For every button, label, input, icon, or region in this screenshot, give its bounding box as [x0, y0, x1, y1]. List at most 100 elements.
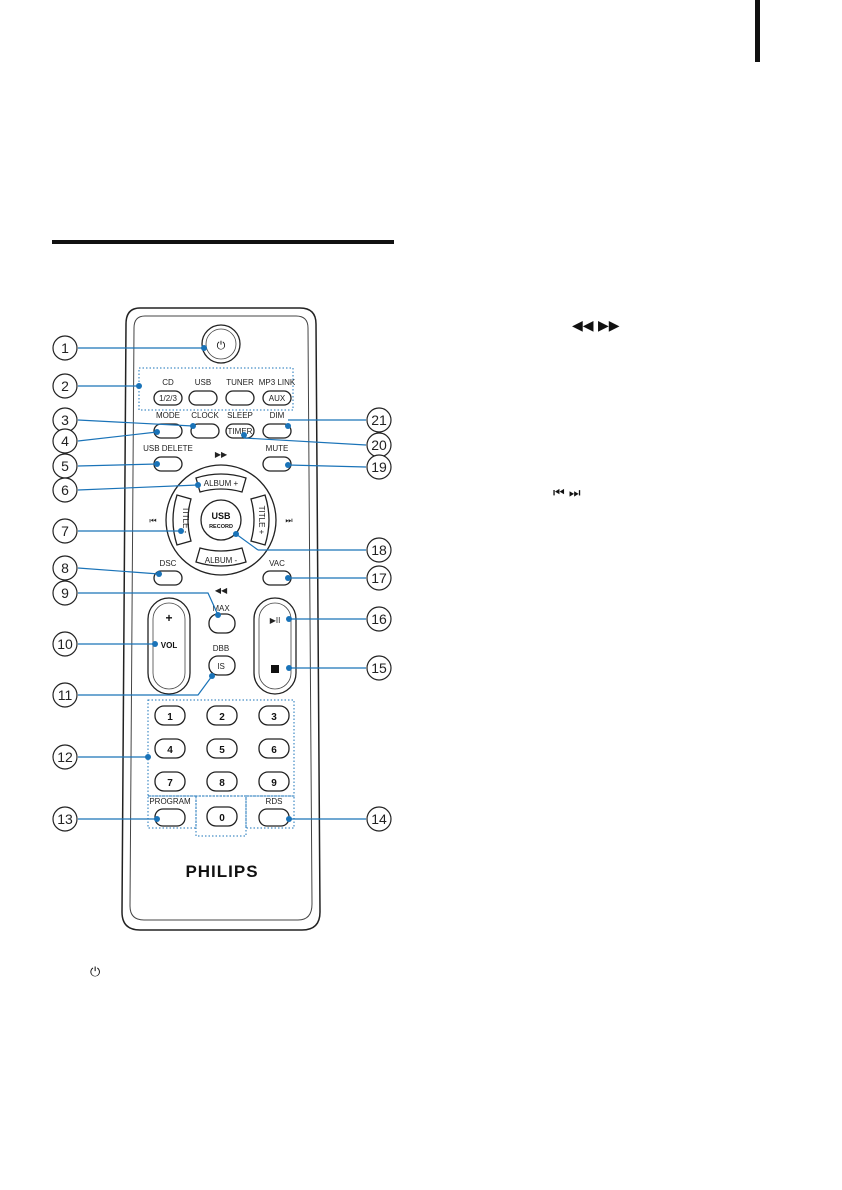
label-usb-delete: USB DELETE — [143, 444, 193, 453]
label-mp3-link: MP3 LINK — [259, 378, 296, 387]
label-vac: VAC — [269, 559, 285, 568]
volume-rocker — [147, 597, 191, 695]
cd-button[interactable] — [153, 390, 183, 406]
rds-button[interactable] — [258, 808, 290, 827]
usb-record-button[interactable] — [200, 499, 242, 541]
callout-number: 19 — [371, 459, 387, 475]
label-max: MAX — [212, 604, 230, 613]
mute-button[interactable] — [262, 456, 292, 472]
dbb-button[interactable] — [208, 655, 236, 676]
title-minus-button[interactable] — [172, 494, 192, 546]
brand-logo: PHILIPS — [185, 862, 258, 881]
program-box — [147, 795, 197, 829]
max-button[interactable] — [208, 613, 236, 634]
numpad: 1 2 3 4 5 6 7 8 9 0 — [154, 705, 290, 827]
callout-number: 2 — [61, 378, 69, 394]
sleep-timer-button[interactable] — [225, 423, 255, 439]
callout-number: 13 — [57, 811, 73, 827]
callout-number: 7 — [61, 523, 69, 539]
number-key[interactable] — [258, 738, 290, 759]
title-plus-button[interactable] — [250, 494, 270, 546]
number-label: 5 — [219, 745, 225, 756]
callout-number: 17 — [371, 570, 387, 586]
callout-number: 14 — [371, 811, 387, 827]
remote-inner-outline — [129, 315, 313, 921]
label-cd: CD — [162, 378, 174, 387]
power-icon: ⏻ — [217, 339, 226, 352]
stop-icon[interactable] — [271, 665, 279, 673]
album-minus-button[interactable] — [195, 547, 247, 567]
label-timer: TIMER — [228, 427, 253, 436]
callout-number: 11 — [58, 687, 73, 703]
label-clock: CLOCK — [191, 411, 219, 420]
number-key[interactable] — [154, 705, 186, 726]
callout-number: 21 — [371, 412, 387, 428]
play-stop-rocker — [253, 597, 297, 695]
top-accent-bar — [755, 0, 760, 62]
album-plus-button[interactable] — [195, 473, 247, 493]
callout-number: 16 — [371, 611, 387, 627]
number-key[interactable] — [206, 738, 238, 759]
tuner-button[interactable] — [225, 390, 255, 406]
number-label: 6 — [271, 745, 277, 756]
label-dim: DIM — [270, 411, 285, 420]
power-standby-icon: ⏻ — [90, 965, 101, 980]
label-usb-record-bottom: RECORD — [209, 524, 233, 530]
label-mute: MUTE — [266, 444, 289, 453]
label-1-2-3: 1/2/3 — [159, 394, 177, 403]
label-title-plus: TITLE + — [257, 506, 266, 535]
play-pause-icon[interactable]: ▶II — [270, 616, 281, 625]
label-is: IS — [217, 662, 225, 671]
callout-number: 20 — [371, 437, 387, 453]
label-aux: AUX — [269, 394, 286, 403]
clock-button[interactable] — [190, 423, 220, 439]
fast-forward-icon: ▶▶ — [215, 450, 228, 459]
number-label: 1 — [167, 712, 173, 723]
callouts-right: 21 20 19 18 17 16 15 14 — [233, 407, 392, 832]
callout-number: 8 — [61, 560, 69, 576]
label-title-minus: TITLE - — [181, 507, 190, 534]
label-usb-record-top: USB — [211, 511, 231, 521]
number-label: 7 — [167, 778, 173, 789]
rewind-forward-icon: ◀◀ ▶▶ — [572, 318, 620, 334]
label-dsc: DSC — [160, 559, 177, 568]
label-usb: USB — [195, 378, 211, 387]
mode-button[interactable] — [153, 423, 183, 439]
callout-number: 3 — [61, 412, 69, 428]
label-sleep: SLEEP — [227, 411, 253, 420]
callout-number: 4 — [61, 433, 69, 449]
number-label: 8 — [219, 778, 225, 789]
label-program: PROGRAM — [149, 797, 191, 806]
callout-number: 10 — [57, 636, 73, 652]
callout-number: 12 — [57, 749, 73, 765]
number-key[interactable] — [258, 705, 290, 726]
volume-up-button[interactable]: + — [165, 611, 172, 625]
number-label: 4 — [167, 745, 173, 756]
usb-button[interactable] — [188, 390, 218, 406]
number-key[interactable] — [154, 738, 186, 759]
next-icon: ⏭ — [285, 516, 292, 525]
dim-button[interactable] — [262, 423, 292, 439]
power-button[interactable] — [201, 324, 241, 364]
number-key[interactable] — [206, 771, 238, 792]
number-key[interactable] — [206, 705, 238, 726]
mp3-link-button[interactable] — [262, 390, 292, 406]
label-vol: VOL — [161, 641, 178, 650]
number-key[interactable] — [154, 771, 186, 792]
rds-box — [245, 795, 295, 829]
rewind-icon: ◀◀ — [215, 586, 228, 595]
callout-number: 5 — [61, 458, 69, 474]
callout-number: 9 — [61, 585, 69, 601]
label-album-minus: ALBUM - — [205, 556, 238, 565]
previous-next-icon: ⏮ ⏭ — [553, 486, 581, 501]
label-rds: RDS — [266, 797, 283, 806]
callout-number: 15 — [371, 660, 387, 676]
number-key[interactable] — [258, 771, 290, 792]
label-album-plus: ALBUM + — [204, 479, 239, 488]
number-key[interactable] — [206, 806, 238, 827]
section-rule — [52, 240, 394, 244]
number-label: 9 — [271, 778, 277, 789]
number-label: 0 — [219, 813, 225, 824]
number-label: 3 — [271, 712, 277, 723]
